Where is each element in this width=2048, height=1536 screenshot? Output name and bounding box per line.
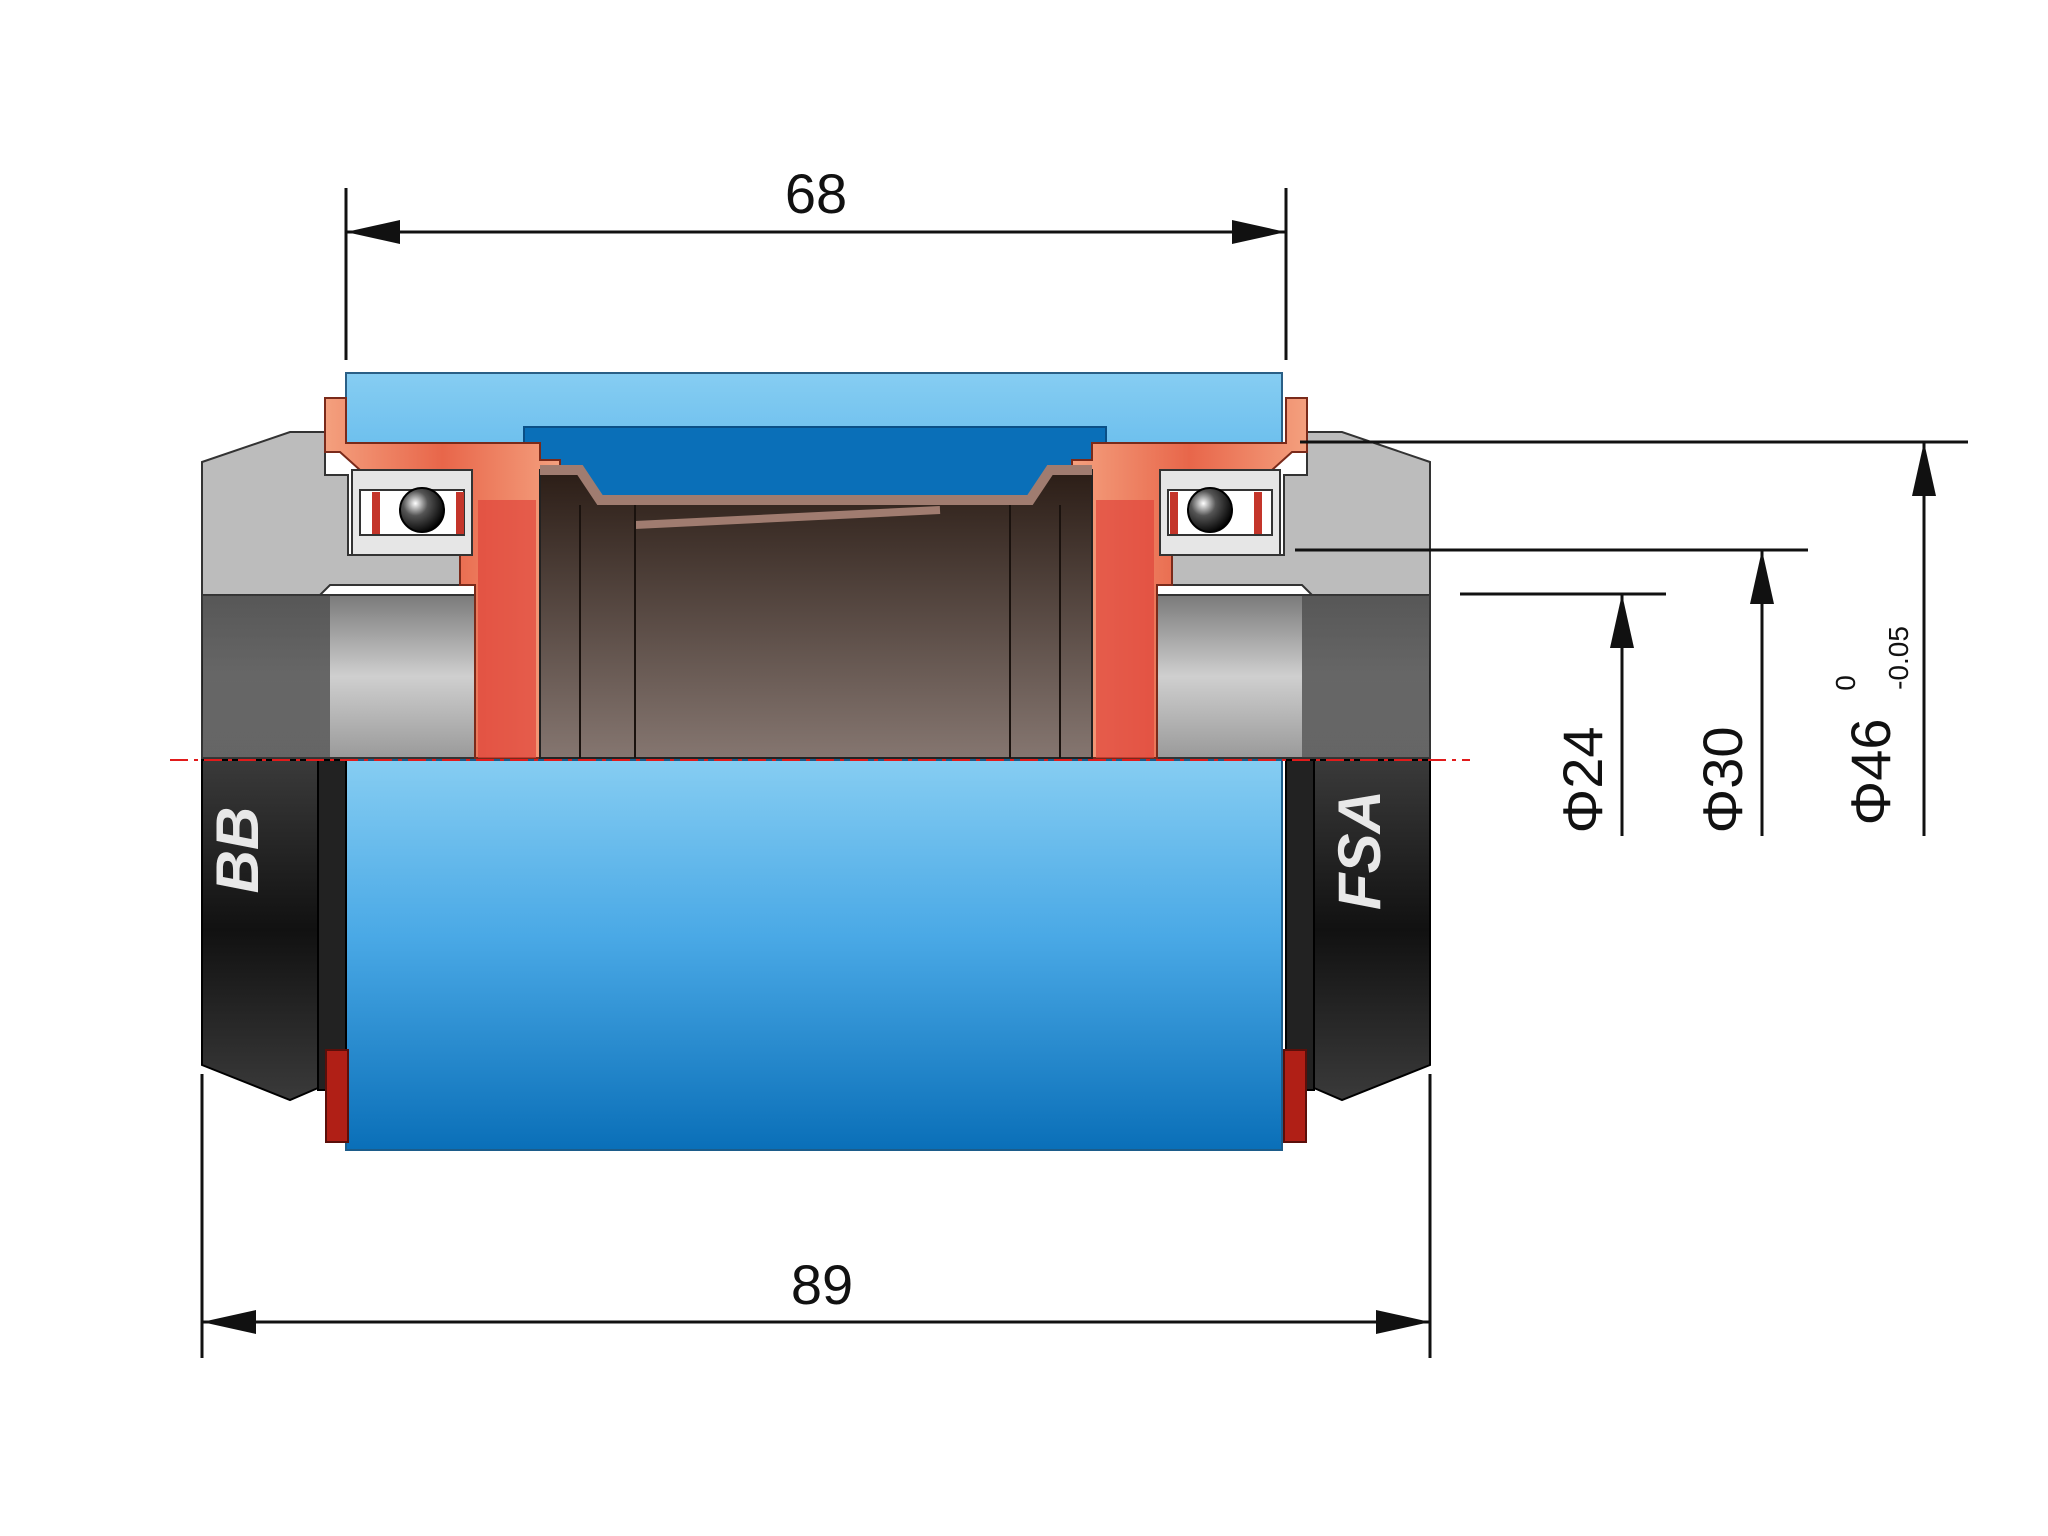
right-bearing bbox=[1159, 469, 1281, 556]
right-sleeve-section bbox=[1071, 397, 1308, 759]
dimension-label-89: 89 bbox=[791, 1253, 853, 1316]
shell-lower bbox=[345, 759, 1283, 1151]
dimension-label-68: 68 bbox=[785, 162, 847, 225]
dimension-outer-diameter: Φ46 0 -0.05 bbox=[1300, 440, 1968, 836]
shell-upper bbox=[345, 372, 1283, 501]
dimension-label-phi30: Φ30 bbox=[1691, 727, 1754, 834]
right-cup-exterior: FSA bbox=[1283, 759, 1431, 1143]
left-cup-section bbox=[201, 431, 476, 759]
dimension-bearing-diameter: Φ30 bbox=[1295, 548, 1808, 836]
left-bearing bbox=[351, 469, 473, 556]
spindle-section bbox=[539, 465, 1093, 759]
dimension-label-phi24: Φ24 bbox=[1551, 727, 1614, 834]
right-cup-section bbox=[1156, 431, 1431, 759]
left-sleeve-section bbox=[324, 397, 561, 759]
dimension-inner-diameter: Φ24 bbox=[1460, 592, 1666, 836]
dimension-label-phi46: Φ46 bbox=[1839, 719, 1902, 826]
tolerance-lower: -0.05 bbox=[1883, 626, 1914, 690]
right-cup-logo: FSA bbox=[1326, 790, 1393, 910]
dimension-shell-width: 68 bbox=[344, 162, 1288, 360]
dimension-overall-width: 89 bbox=[200, 1074, 1432, 1358]
left-cup-logo: BB bbox=[204, 807, 271, 894]
tolerance-upper: 0 bbox=[1830, 675, 1861, 691]
left-cup-exterior: BB bbox=[201, 759, 349, 1143]
